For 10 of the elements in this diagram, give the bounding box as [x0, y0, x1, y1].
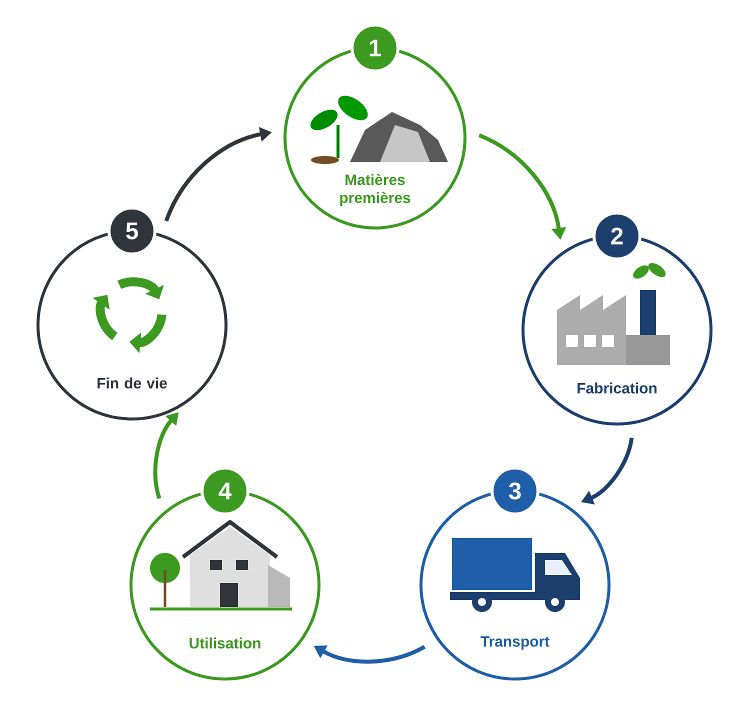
stage-label: Matières premières: [340, 174, 410, 206]
number-badge: 2: [592, 212, 642, 260]
number-badge: 1: [350, 24, 400, 72]
number-badge: 4: [200, 466, 250, 516]
stage-label: Fin de vie: [98, 378, 167, 388]
number-badge: 3: [490, 466, 540, 516]
stage-label: Utilisation: [190, 638, 260, 648]
stage-label: Transport: [480, 636, 550, 650]
number-badge: 5: [108, 206, 156, 256]
stage-label: Fabrication: [578, 382, 656, 394]
